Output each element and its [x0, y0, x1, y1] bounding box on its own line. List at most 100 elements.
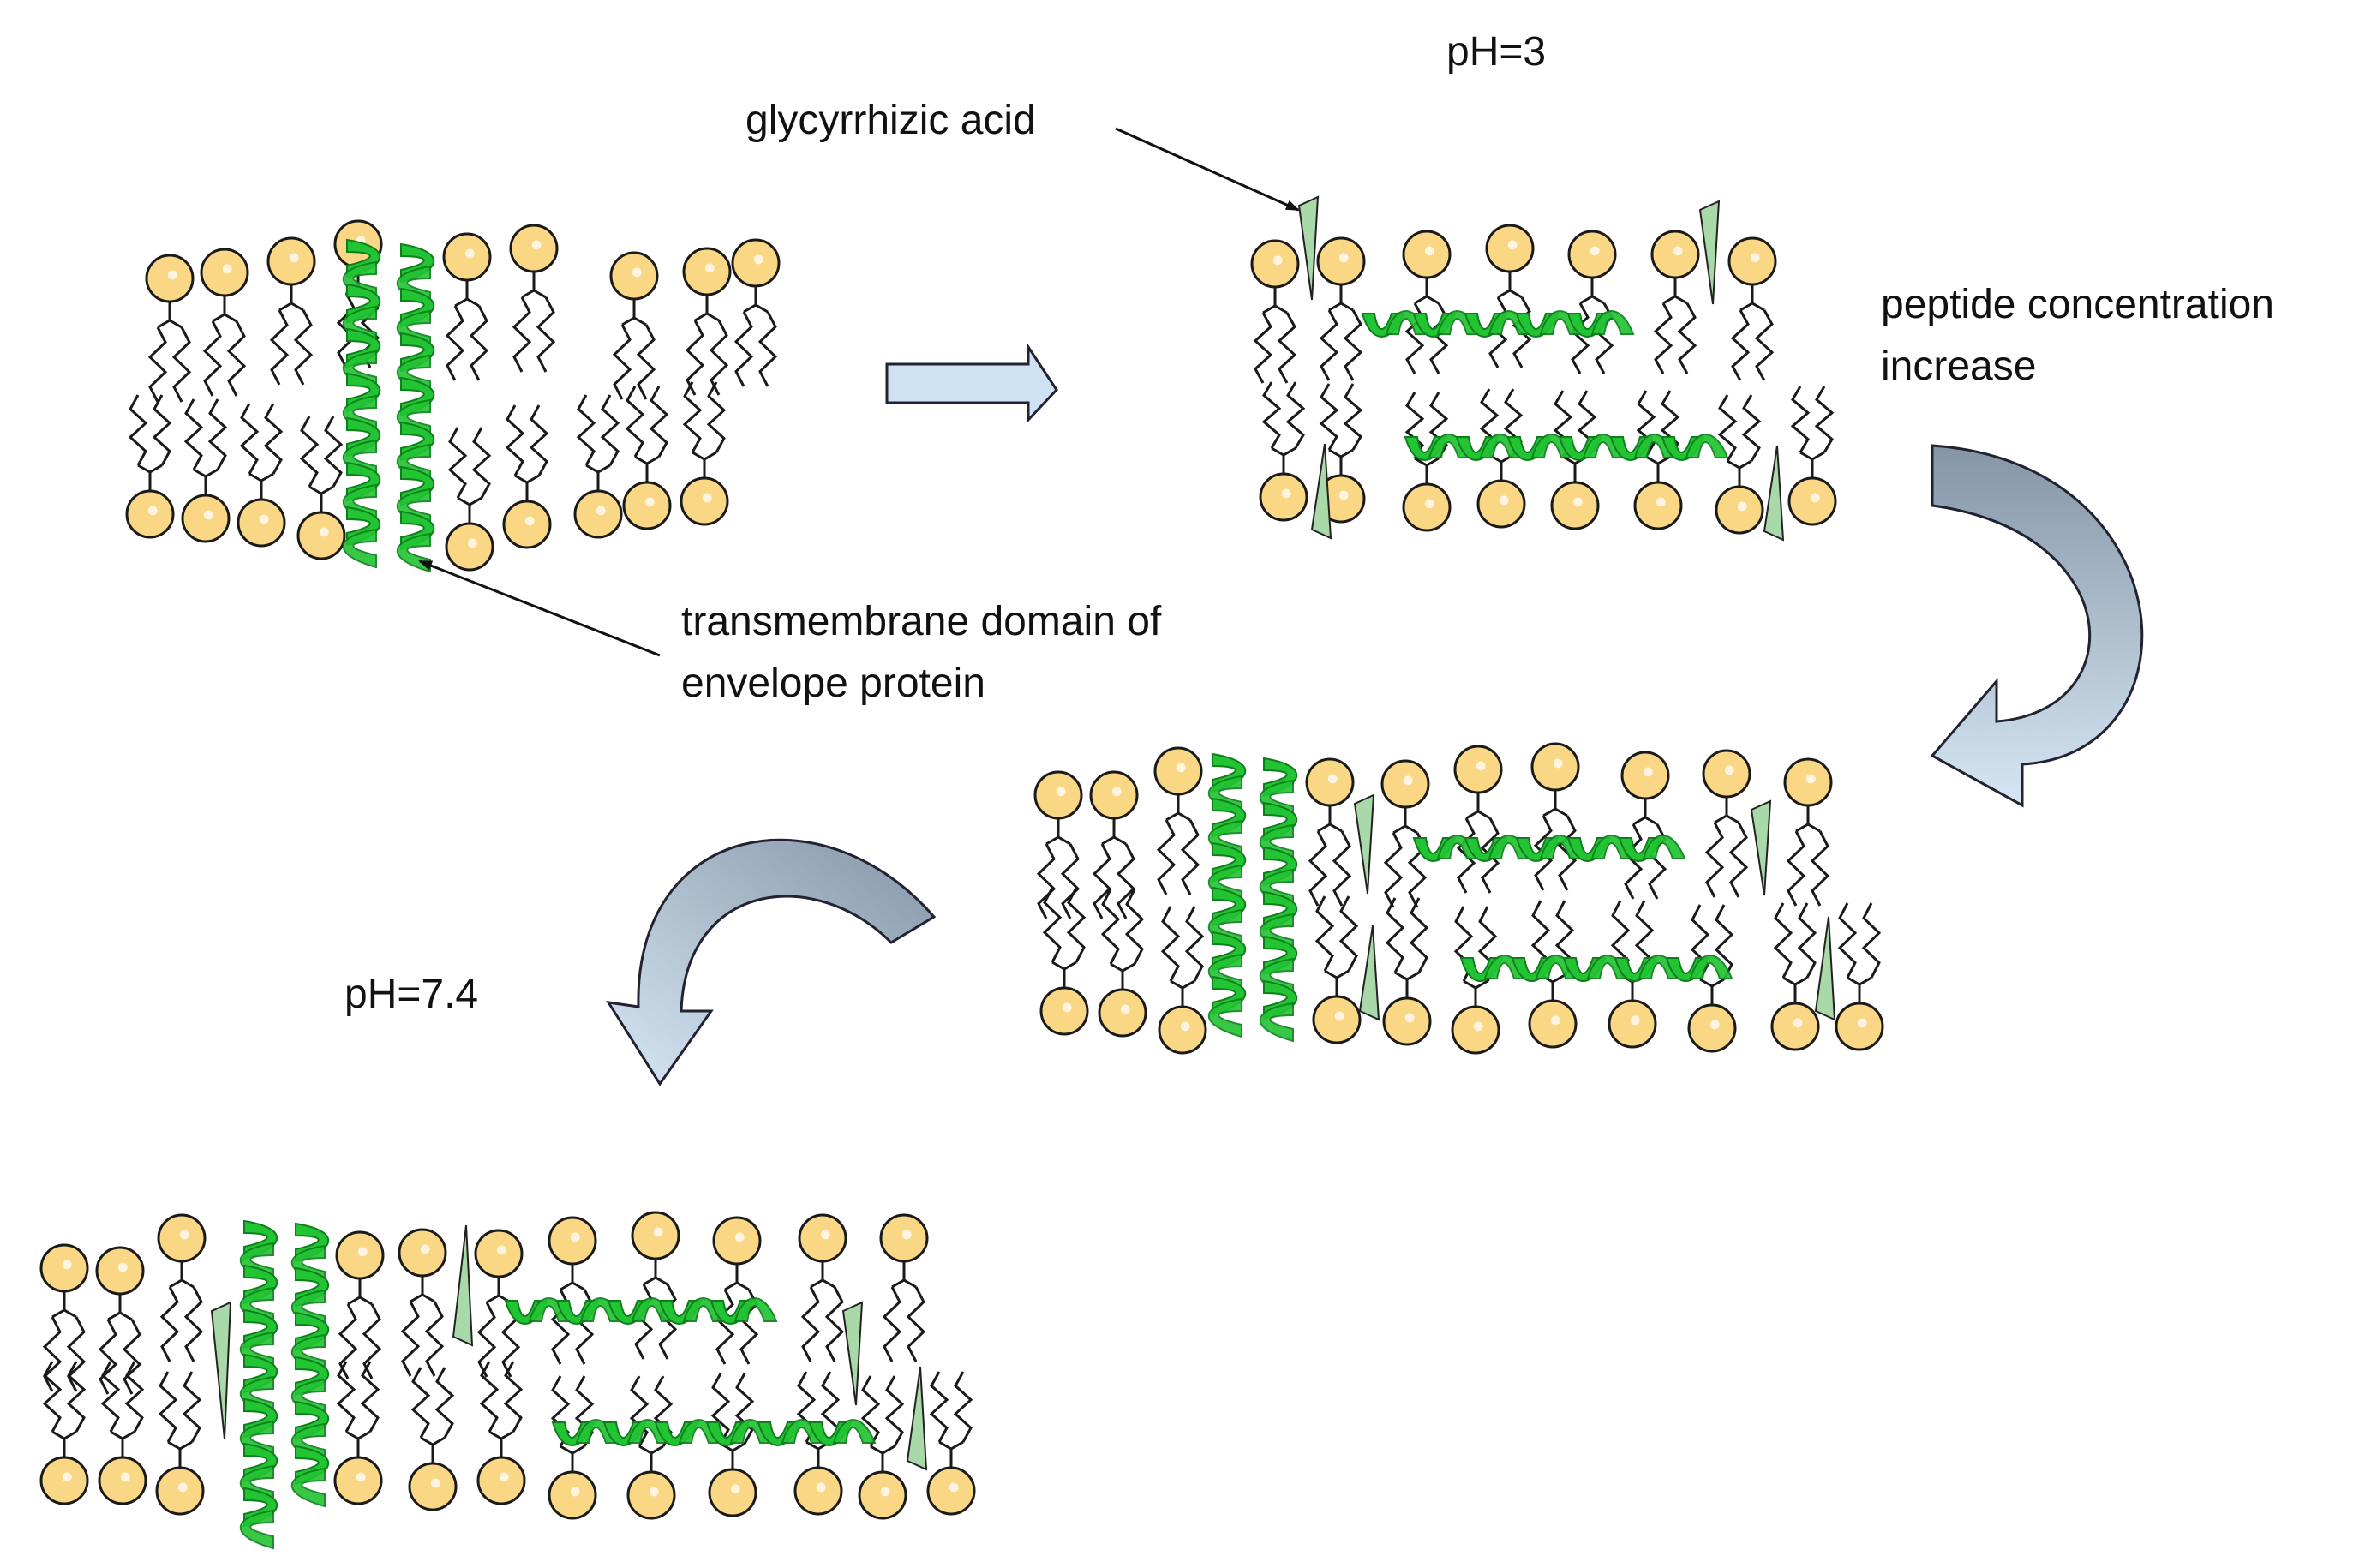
phospholipid-icon: [98, 1361, 147, 1505]
phospholipid-icon: [1702, 749, 1751, 898]
phospholipid-icon: [1316, 236, 1366, 381]
glycyrrhizic-acid-wedge-icon: [452, 1224, 474, 1347]
phospholipid-icon: [609, 251, 659, 400]
alpha-helix-icon: [290, 1222, 330, 1508]
phospholipid-icon: [1530, 742, 1580, 891]
phospholipid-icon: [145, 254, 195, 403]
phospholipid-icon: [1158, 906, 1207, 1055]
alpha-helix-icon: [342, 238, 381, 569]
panel-intact-membrane: [125, 219, 781, 573]
alpha-helix-icon: [1361, 310, 1635, 338]
phospholipid-icon: [95, 1246, 145, 1395]
panel-ph74-membrane: [39, 1211, 976, 1550]
phospholipid-icon: [879, 1213, 929, 1362]
glycyrrhizic-acid-wedge-icon: [1297, 195, 1320, 301]
phospholipid-icon: [1250, 239, 1300, 384]
phospholipid-icon: [1259, 381, 1308, 522]
alpha-helix-icon: [1259, 757, 1298, 1043]
phospholipid-icon: [1567, 230, 1617, 374]
glycyrrhizic-acid-wedge-icon: [1353, 793, 1375, 895]
phospholipid-icon: [1039, 887, 1089, 1036]
phospholipid-icon: [181, 398, 231, 543]
phospholipid-icon: [1687, 904, 1737, 1053]
phospholipid-icon: [712, 1216, 762, 1365]
glycyrrhizic-acid-wedge-icon: [1310, 443, 1332, 540]
glycyrrhizic-acid-wedge-icon: [1814, 916, 1836, 1021]
phospholipid-icon: [1715, 394, 1764, 535]
phospholipid-icon: [708, 1373, 757, 1517]
phospholipid-icon: [476, 1361, 526, 1505]
alpha-helix-icon: [396, 242, 435, 573]
phospholipid-icon: [622, 386, 672, 530]
phospholipid-icon: [1312, 895, 1362, 1044]
phospholipid-icon: [1380, 759, 1430, 908]
alpha-helix-icon: [1404, 434, 1729, 461]
phospholipid-icon: [398, 1228, 447, 1377]
phospholipid-icon: [926, 1371, 976, 1516]
phospholipid-icon: [1485, 224, 1535, 368]
phospholipid-icon: [157, 1213, 207, 1362]
phospholipid-icon: [731, 238, 781, 387]
phospholipid-icon: [1382, 897, 1432, 1046]
curved-arrow-down-left-icon: [1930, 444, 2144, 808]
phospholipid-icon: [333, 1361, 383, 1505]
alpha-helix-icon: [1459, 955, 1733, 982]
phospholipid-icon: [573, 394, 623, 539]
phospholipid-icon: [408, 1367, 458, 1511]
alpha-helix-icon: [1412, 835, 1686, 862]
transmembrane-pointer-line: [418, 560, 661, 657]
phospholipid-icon: [1770, 902, 1820, 1051]
glycyrrhizic-acid-wedge-icon: [841, 1301, 864, 1406]
glycyrrhizic-acid-wedge-icon: [1750, 799, 1772, 896]
phospholipid-icon: [1528, 900, 1578, 1049]
glycyrrhizic-acid-wedge-icon: [1358, 925, 1380, 1021]
phospholipid-icon: [1453, 745, 1503, 894]
phospholipid-icon: [200, 248, 249, 397]
glycyrrhizic-acid-label: glycyrrhizic acid: [745, 98, 1036, 143]
ph3-label: pH=3: [1446, 29, 1547, 75]
alpha-helix-icon: [1207, 752, 1247, 1038]
phospholipid-icon: [442, 232, 492, 381]
phospholipid-icon: [266, 236, 316, 386]
alpha-helix-icon: [504, 1297, 778, 1325]
phospholipid-icon: [682, 247, 732, 396]
peptide-concentration-label: peptide concentration increase: [1881, 282, 2274, 389]
phospholipid-icon: [1633, 390, 1683, 530]
phospholipid-icon: [445, 427, 494, 572]
phospholipid-icon: [626, 1375, 676, 1520]
alpha-helix-icon: [551, 1419, 877, 1446]
glycyrrhizic-acid-wedge-icon: [906, 1366, 928, 1471]
block-arrow-icon: [885, 343, 1058, 423]
ph74-label: pH=7.4: [344, 972, 479, 1017]
glycyrrhizic-acid-wedge-icon: [210, 1301, 232, 1440]
phospholipid-icon: [237, 403, 286, 548]
transmembrane-domain-label: transmembrane domain of envelope protein: [681, 599, 1162, 706]
phospholipid-icon: [858, 1375, 907, 1520]
alpha-helix-icon: [239, 1219, 278, 1550]
phospholipid-icon: [1402, 230, 1452, 374]
phospholipid-icon: [1089, 770, 1139, 919]
phospholipid-icon: [1650, 230, 1700, 374]
phospholipid-icon: [1098, 889, 1147, 1038]
phospholipid-icon: [509, 224, 559, 373]
phospholipid-icon: [155, 1371, 205, 1516]
phospholipid-icon: [1033, 770, 1083, 919]
phospholipid-icon: [1787, 386, 1837, 526]
glycyrrhizic-pointer-line: [1115, 127, 1300, 212]
phospholipid-icon: [1402, 392, 1452, 532]
phospholipid-icon: [39, 1361, 89, 1505]
panel-high-concentration-membrane: [1033, 742, 1884, 1055]
phospholipid-icon: [502, 404, 552, 549]
phospholipid-icon: [1835, 902, 1884, 1051]
phospholipid-icon: [296, 416, 346, 560]
phospholipid-icon: [1305, 757, 1355, 907]
phospholipid-icon: [798, 1213, 847, 1362]
phospholipid-icon: [1153, 746, 1203, 895]
glycyrrhizic-acid-wedge-icon: [1698, 200, 1721, 305]
phospholipid-icon: [1783, 757, 1833, 907]
phospholipid-icon: [125, 394, 175, 539]
phospholipid-icon: [1727, 236, 1777, 381]
phospholipid-icon: [631, 1211, 680, 1360]
panel-ph3-membrane: [1250, 195, 1837, 542]
